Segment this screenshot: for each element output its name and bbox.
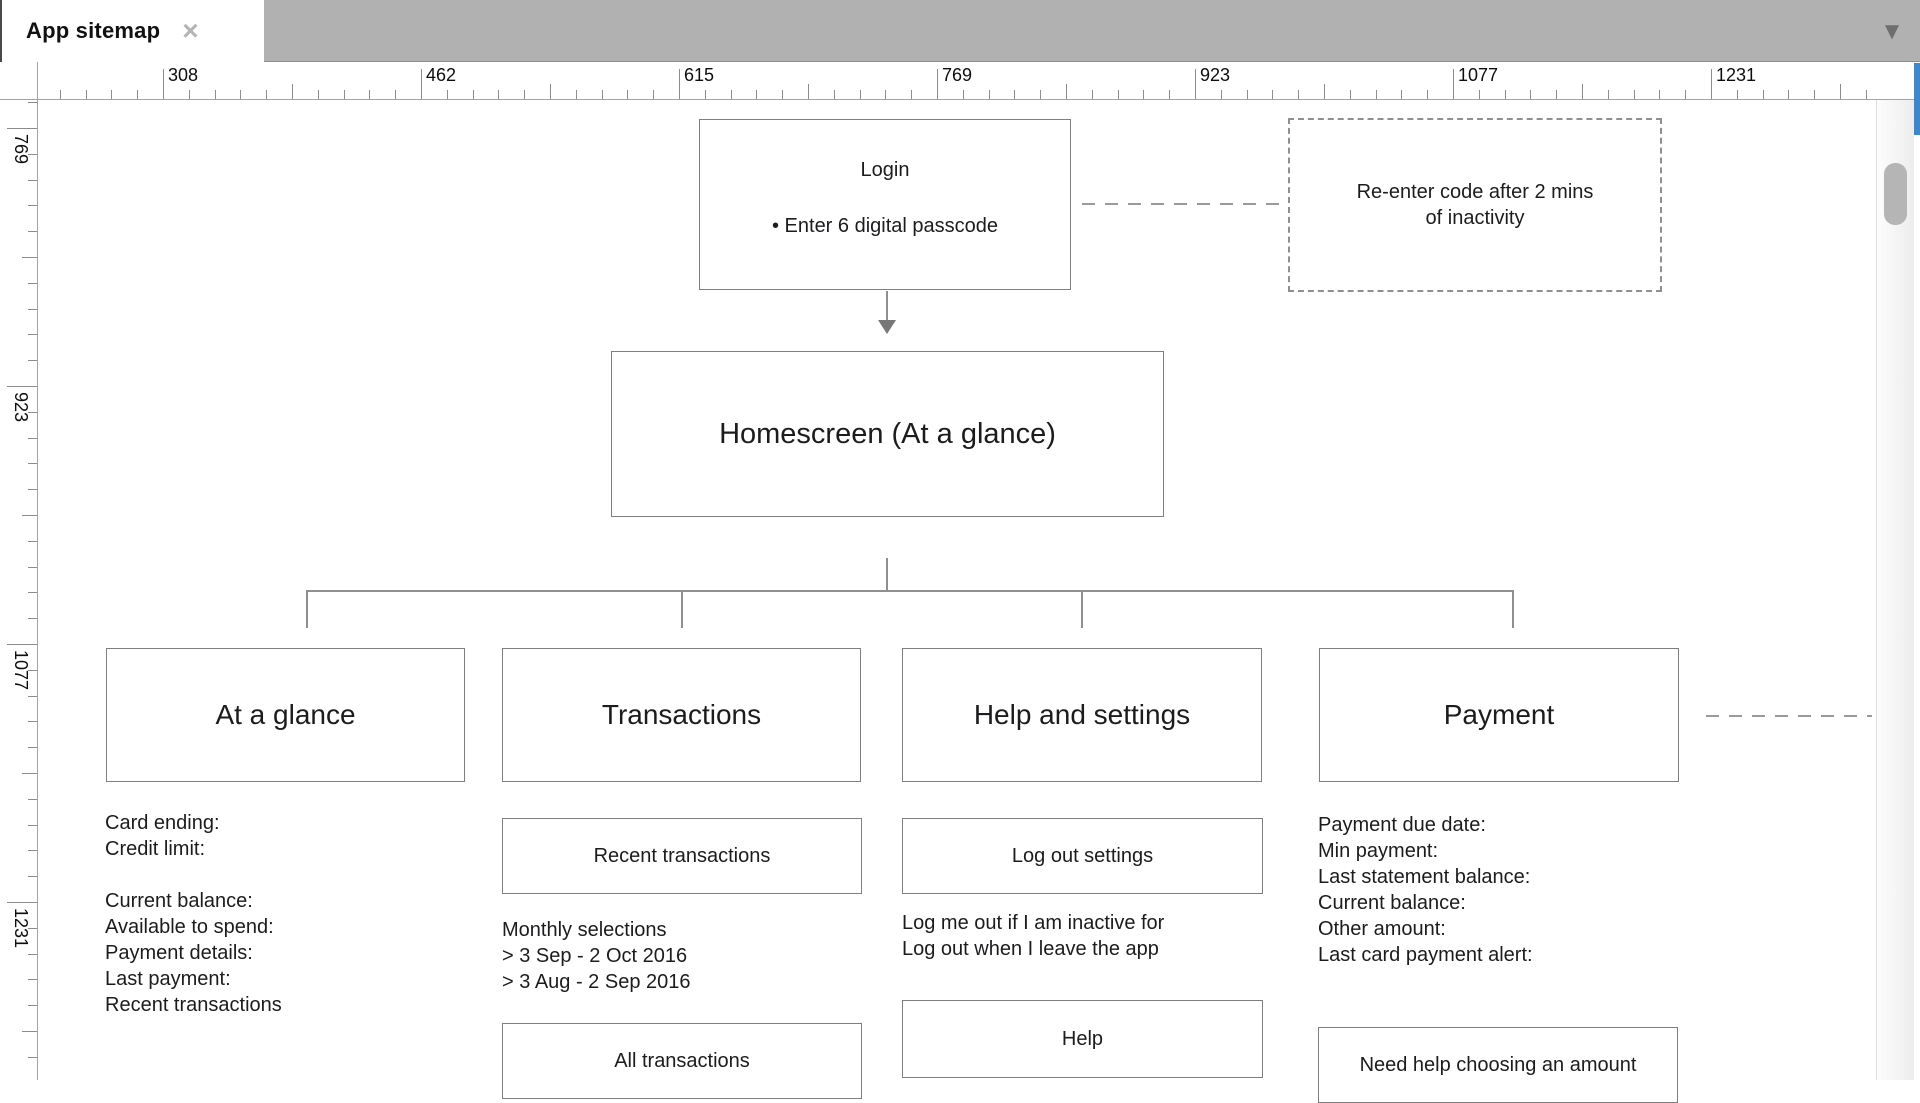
node-recent-transactions[interactable]: Recent transactions xyxy=(502,818,862,894)
node-payment[interactable]: Payment xyxy=(1319,648,1679,782)
list-line xyxy=(105,862,282,888)
transactions-title: Transactions xyxy=(602,699,761,731)
list-line: Other amount: xyxy=(1318,916,1533,942)
all-transactions-label: All transactions xyxy=(614,1048,750,1074)
arrowhead-down-icon xyxy=(878,320,896,334)
connector-payment-right xyxy=(1706,715,1872,717)
reenter-note-text: Re-enter code after 2 mins of inactivity xyxy=(1350,179,1600,231)
node-reenter-note[interactable]: Re-enter code after 2 mins of inactivity xyxy=(1288,118,1662,292)
node-help[interactable]: Help xyxy=(902,1000,1263,1078)
connector-homescreen-drop xyxy=(886,558,888,591)
connector-stub-2 xyxy=(681,590,683,628)
list-line: Log me out if I am inactive for xyxy=(902,910,1164,936)
recent-transactions-label: Recent transactions xyxy=(594,843,771,869)
list-line: Credit limit: xyxy=(105,836,282,862)
list-line: Last card payment alert: xyxy=(1318,942,1533,968)
connector-stub-1 xyxy=(306,590,308,628)
node-transactions[interactable]: Transactions xyxy=(502,648,861,782)
connector-login-note xyxy=(1082,203,1280,205)
connector-stub-4 xyxy=(1512,590,1514,628)
list-line: Payment details: xyxy=(105,940,282,966)
connector-branch xyxy=(306,590,1514,592)
at-a-glance-title: At a glance xyxy=(215,699,355,731)
list-line: Card ending: xyxy=(105,810,282,836)
node-need-help-choosing[interactable]: Need help choosing an amount xyxy=(1318,1027,1678,1103)
list-line: Min payment: xyxy=(1318,838,1533,864)
scrollbar-thumb[interactable] xyxy=(1884,163,1907,225)
node-log-out-settings[interactable]: Log out settings xyxy=(902,818,1263,894)
list-line: Recent transactions xyxy=(105,992,282,1018)
list-line: Available to spend: xyxy=(105,914,282,940)
connector-stub-3 xyxy=(1081,590,1083,628)
list-line: Monthly selections xyxy=(502,917,691,943)
need-help-choosing-label: Need help choosing an amount xyxy=(1360,1052,1637,1078)
help-label: Help xyxy=(1062,1026,1103,1052)
node-homescreen[interactable]: Homescreen (At a glance) xyxy=(611,351,1164,517)
vertical-scrollbar[interactable] xyxy=(1876,100,1914,1080)
node-help-and-settings[interactable]: Help and settings xyxy=(902,648,1262,782)
node-at-a-glance[interactable]: At a glance xyxy=(106,648,465,782)
list-line: Last payment: xyxy=(105,966,282,992)
scroll-position-indicator xyxy=(1914,63,1920,135)
monthly-selections-list[interactable]: Monthly selections> 3 Sep - 2 Oct 2016> … xyxy=(502,917,691,995)
list-line: > 3 Aug - 2 Sep 2016 xyxy=(502,969,691,995)
list-line: Current balance: xyxy=(1318,890,1533,916)
at-a-glance-list[interactable]: Card ending:Credit limit: Current balanc… xyxy=(105,810,282,1018)
connector-login-homescreen xyxy=(886,291,888,322)
list-line: Last statement balance: xyxy=(1318,864,1533,890)
payment-title: Payment xyxy=(1444,699,1555,731)
login-bullet: • Enter 6 digital passcode xyxy=(772,213,998,239)
list-line: Current balance: xyxy=(105,888,282,914)
node-all-transactions[interactable]: All transactions xyxy=(502,1023,862,1099)
login-title: Login xyxy=(861,157,910,183)
node-login[interactable]: Login • Enter 6 digital passcode xyxy=(699,119,1071,290)
help-and-settings-title: Help and settings xyxy=(974,699,1190,731)
log-out-settings-label: Log out settings xyxy=(1012,843,1153,869)
list-line: Log out when I leave the app xyxy=(902,936,1164,962)
list-line: Payment due date: xyxy=(1318,812,1533,838)
payment-list[interactable]: Payment due date:Min payment:Last statem… xyxy=(1318,812,1533,968)
homescreen-title: Homescreen (At a glance) xyxy=(719,418,1056,451)
list-line: > 3 Sep - 2 Oct 2016 xyxy=(502,943,691,969)
